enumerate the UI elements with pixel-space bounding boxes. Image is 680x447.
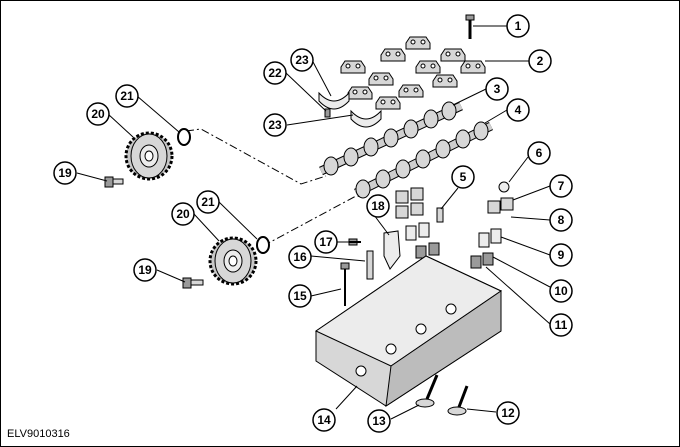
oil-seal-upper	[177, 128, 191, 146]
camshaft-sprocket-lower	[208, 236, 258, 286]
callout-23-upper: 23	[290, 48, 314, 72]
intake-valve	[415, 374, 439, 408]
svg-text:14: 14	[317, 413, 331, 427]
callout-5: 5	[451, 165, 475, 189]
svg-text:16: 16	[293, 250, 307, 264]
callout-2: 2	[528, 49, 552, 73]
oil-seal-lower	[256, 236, 270, 254]
valve-springs	[405, 222, 502, 269]
exhaust-valve	[447, 385, 469, 416]
svg-text:8: 8	[558, 213, 565, 227]
svg-text:18: 18	[371, 199, 385, 213]
callout-1: 1	[506, 14, 530, 38]
callout-12: 12	[496, 401, 520, 425]
svg-text:19: 19	[138, 263, 152, 277]
callouts: 1 2 3 4 5 6 7 8 9 10 11 12 13 14 15 16 1…	[53, 14, 573, 433]
leader-lines	[76, 25, 551, 420]
callout-19-lower: 19	[133, 258, 157, 282]
svg-text:20: 20	[91, 107, 105, 121]
callout-3: 3	[485, 77, 509, 101]
svg-text:15: 15	[293, 289, 307, 303]
svg-text:1: 1	[515, 19, 522, 33]
svg-text:21: 21	[201, 195, 215, 209]
svg-text:11: 11	[555, 318, 568, 332]
sprocket-bolt-upper	[104, 176, 124, 188]
svg-text:4: 4	[515, 103, 522, 117]
callout-6: 6	[527, 141, 551, 165]
svg-text:9: 9	[558, 248, 565, 262]
callout-11: 11	[549, 313, 573, 337]
callout-21-lower: 21	[196, 190, 220, 214]
bracket-18	[383, 230, 401, 270]
cylinder-head	[314, 255, 503, 408]
callout-15: 15	[288, 284, 312, 308]
alignment-line-upper	[185, 128, 327, 185]
svg-text:10: 10	[554, 284, 568, 298]
callout-10: 10	[549, 279, 573, 303]
camshaft-lower	[353, 121, 494, 199]
bearing-shells	[318, 91, 382, 128]
alignment-line-lower	[262, 195, 357, 247]
callout-23-lower: 23	[263, 113, 287, 137]
callout-19-upper: 19	[53, 161, 77, 185]
callout-8: 8	[549, 208, 573, 232]
svg-text:3: 3	[494, 82, 501, 96]
svg-text:5: 5	[460, 170, 467, 184]
callout-20-upper: 20	[86, 102, 110, 126]
svg-text:20: 20	[176, 207, 190, 221]
callout-20-lower: 20	[171, 202, 195, 226]
hydraulic-lash-adjusters	[395, 181, 514, 219]
svg-text:12: 12	[501, 406, 515, 420]
sprocket-bolt-lower	[182, 277, 204, 289]
callout-21-upper: 21	[115, 84, 139, 108]
svg-text:21: 21	[120, 89, 134, 103]
dowel-pin	[324, 108, 331, 118]
callout-17: 17	[314, 230, 338, 254]
figure-reference-code: ELV9010316	[7, 428, 70, 440]
svg-text:13: 13	[372, 414, 386, 428]
camshaft-bearing-caps	[340, 36, 486, 110]
svg-text:19: 19	[58, 166, 72, 180]
camshaft-cap-bolt	[465, 14, 475, 39]
svg-text:7: 7	[558, 179, 565, 193]
callout-18: 18	[366, 194, 390, 218]
spark-plug-16	[366, 250, 374, 280]
callout-14: 14	[312, 408, 336, 432]
svg-text:17: 17	[319, 235, 333, 249]
svg-text:22: 22	[268, 66, 282, 80]
sensor-5	[436, 207, 444, 223]
camshaft-sprocket-upper	[124, 131, 174, 181]
svg-text:6: 6	[536, 146, 543, 160]
bolt-15	[340, 262, 350, 306]
callout-9: 9	[549, 243, 573, 267]
camshaft-upper	[319, 101, 463, 176]
callout-7: 7	[549, 174, 573, 198]
svg-text:23: 23	[268, 118, 282, 132]
svg-text:23: 23	[295, 53, 309, 67]
callout-4: 4	[506, 98, 530, 122]
callout-13: 13	[367, 409, 391, 433]
callout-16: 16	[288, 245, 312, 269]
svg-text:2: 2	[537, 54, 544, 68]
callout-22: 22	[263, 61, 287, 85]
